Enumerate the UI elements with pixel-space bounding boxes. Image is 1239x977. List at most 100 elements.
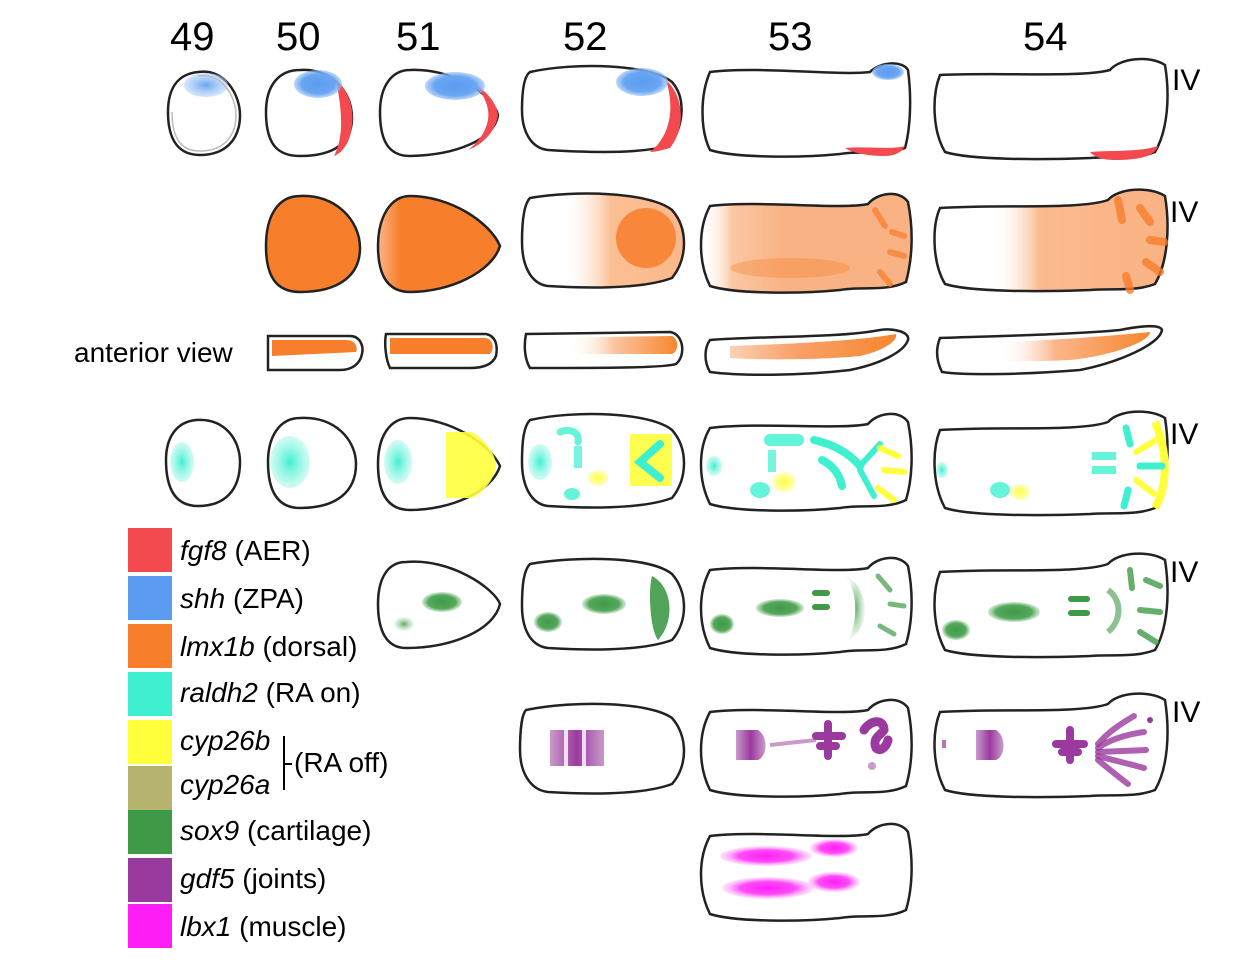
sox9-element-51b: [394, 617, 414, 631]
limb-54-raldh2: [933, 410, 1169, 517]
legend-gene-gdf5: gdf5: [180, 863, 235, 894]
row-gdf5: IV: [518, 692, 1200, 799]
lbx1-muscle-dorsal-dist: [810, 839, 858, 857]
limb-54-anterior: [936, 325, 1164, 376]
raldh2-domain-50: [270, 436, 310, 488]
svg-text:raldh2 (RA on): raldh2 (RA on): [180, 677, 361, 708]
row-lmx1b: IV: [264, 188, 1198, 294]
legend-item-cyp26b: cyp26b: [128, 720, 270, 764]
ra-off-bracket: (RA off): [283, 736, 388, 790]
legend-item-raldh2: raldh2 (RA on): [128, 672, 361, 716]
digit-marker-row1: IV: [1172, 64, 1200, 97]
raldh2-domain-51: [384, 440, 412, 484]
legend-swatch-cyp26a: [128, 766, 172, 810]
svg-text:sox9 (cartilage): sox9 (cartilage): [180, 815, 371, 846]
limb-49-shh: [166, 70, 242, 157]
legend-gene-lmx1b: lmx1b: [180, 631, 255, 662]
fgf8-aer-52: [650, 80, 681, 152]
limb-51-raldh2: [376, 416, 502, 512]
svg-text:lbx1 (muscle): lbx1 (muscle): [180, 911, 347, 942]
row-sox9: IV: [376, 552, 1198, 659]
stage-label-50: 50: [276, 15, 321, 59]
legend-desc-fgf8: (AER): [234, 535, 310, 566]
raldh2-domain-49: [170, 442, 194, 482]
limb-51-anterior: [383, 332, 498, 370]
svg-text:lmx1b (dorsal): lmx1b (dorsal): [180, 631, 357, 662]
limb-53-raldh2: [699, 412, 913, 512]
lbx1-muscle-dorsal-prox: [720, 846, 812, 866]
lbx1-muscle-ventral-dist: [808, 872, 860, 892]
limb-52-shh: [520, 64, 683, 154]
ra-off-label: (RA off): [294, 747, 388, 778]
legend-item-sox9: sox9 (cartilage): [128, 810, 371, 854]
sox9-element-51a: [422, 592, 462, 612]
shh-domain-52: [616, 68, 668, 96]
legend-swatch-lbx1: [128, 904, 172, 948]
anterior-view-label: anterior view: [74, 337, 234, 368]
legend-desc-raldh2: (RA on): [266, 677, 361, 708]
limb-54-shh: [933, 57, 1169, 161]
legend-item-gdf5: gdf5 (joints): [128, 858, 326, 902]
legend-desc-shh: (ZPA): [233, 583, 304, 614]
limb-52-raldh2: [520, 412, 686, 509]
legend-desc-gdf5: (joints): [242, 863, 326, 894]
shh-domain-53: [872, 64, 904, 80]
legend-swatch-raldh2: [128, 672, 172, 716]
legend: fgf8 (AER) shh (ZPA) lmx1b (dorsal) rald…: [128, 528, 388, 948]
shh-domain-49: [184, 73, 228, 97]
legend-gene-fgf8: fgf8: [180, 535, 227, 566]
limb-53-sox9: [699, 556, 913, 656]
legend-gene-raldh2: raldh2: [180, 677, 258, 708]
fgf8-aer-50: [334, 80, 353, 156]
row-anterior-view: anterior view: [74, 325, 1164, 377]
limb-52-anterior: [523, 330, 684, 370]
legend-desc-lbx1: (muscle): [239, 911, 346, 942]
stage-label-51: 51: [396, 15, 441, 59]
svg-text:fgf8 (AER): fgf8 (AER): [180, 535, 311, 566]
digit-marker-row5: IV: [1170, 556, 1198, 589]
legend-item-fgf8: fgf8 (AER): [128, 528, 311, 572]
limb-53-lmx1b: [699, 192, 913, 294]
digit-marker-row6: IV: [1172, 696, 1200, 729]
shh-domain-51: [425, 72, 485, 100]
svg-text:shh (ZPA): shh (ZPA): [180, 583, 304, 614]
legend-swatch-fgf8: [128, 528, 172, 572]
digit-marker-row4: IV: [1170, 418, 1198, 451]
gdf5-band-52: [550, 730, 604, 766]
limb-53-anterior: [704, 328, 910, 377]
legend-swatch-lmx1b: [128, 624, 172, 668]
cyp26b-domain-51: [446, 432, 496, 498]
legend-gene-sox9: sox9: [180, 815, 239, 846]
lmx1b-focus-52: [616, 208, 676, 268]
stage-label-54: 54: [1023, 15, 1068, 59]
row-raldh2-cyp26: IV: [164, 410, 1198, 517]
legend-gene-cyp26a: cyp26a: [180, 769, 270, 800]
stage-label-52: 52: [563, 15, 608, 59]
legend-swatch-cyp26b: [128, 720, 172, 764]
legend-item-shh: shh (ZPA): [128, 576, 304, 620]
limb-50-raldh2: [266, 416, 358, 510]
legend-item-cyp26a: cyp26a: [128, 766, 270, 810]
shh-domain-50: [294, 70, 342, 98]
legend-desc-sox9: (cartilage): [247, 815, 371, 846]
limb-52-lmx1b: [520, 192, 686, 289]
legend-item-lbx1: lbx1 (muscle): [128, 904, 347, 948]
limb-51-lmx1b: [376, 194, 502, 294]
limb-50-anterior: [266, 334, 364, 372]
limb-50-lmx1b: [264, 194, 362, 294]
legend-swatch-shh: [128, 576, 172, 620]
row-fgf8-shh: IV: [166, 57, 1200, 161]
limb-51-sox9: [376, 560, 502, 650]
limb-49-raldh2: [164, 418, 242, 508]
limb-53-lbx1: [699, 822, 913, 922]
limb-52-gdf5: [518, 702, 686, 795]
limb-54-sox9: [933, 552, 1169, 659]
legend-swatch-gdf5: [128, 858, 172, 902]
limb-54-gdf5: [933, 692, 1169, 799]
limb-51-shh: [378, 68, 500, 158]
row-lbx1: [699, 822, 913, 922]
legend-gene-lbx1: lbx1: [180, 911, 231, 942]
limb-53-gdf5: [699, 698, 913, 798]
